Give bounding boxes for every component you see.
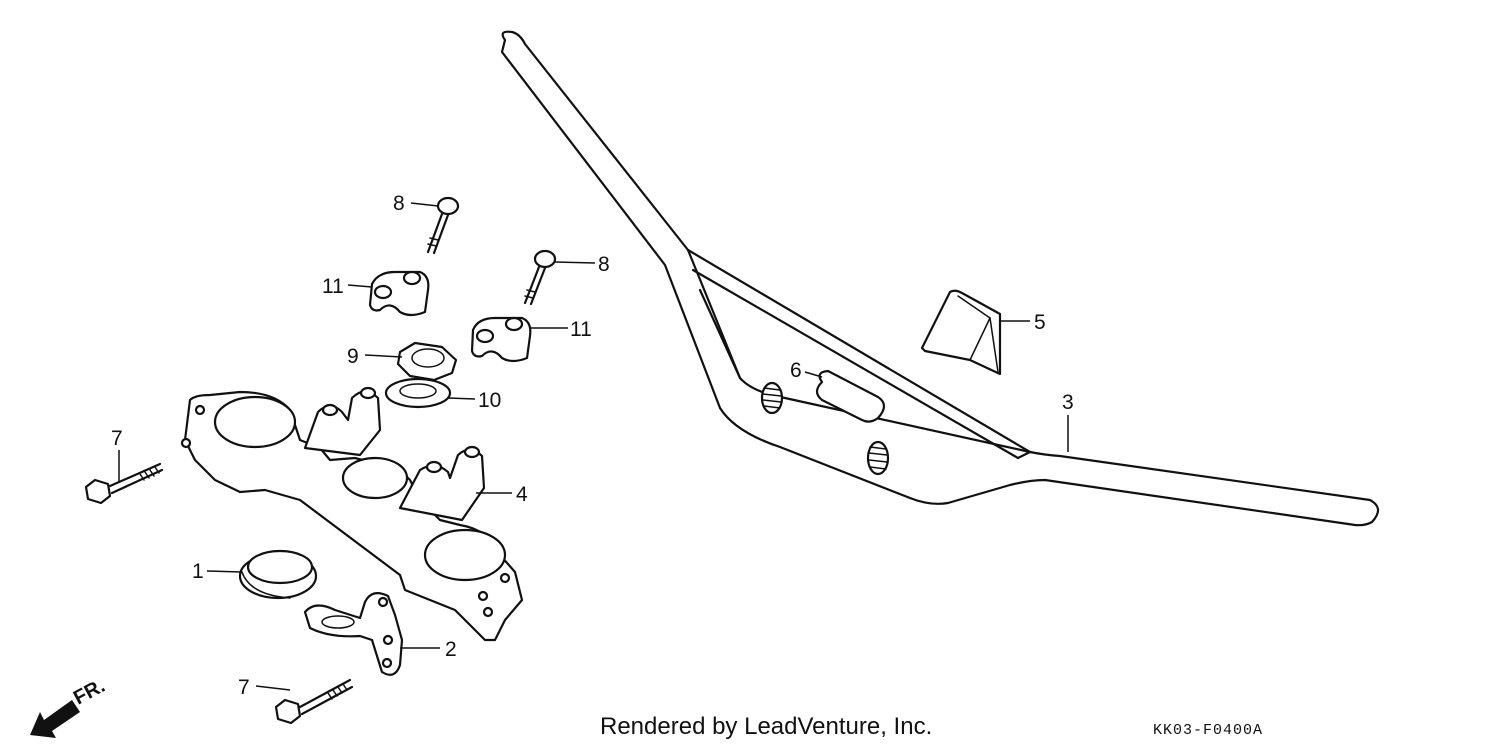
bracket-part[interactable]	[303, 591, 404, 676]
label-tag-part[interactable]	[920, 289, 1002, 376]
washer-part[interactable]	[384, 377, 452, 409]
callout-2: 2	[445, 638, 457, 661]
holder-bolt-part-left[interactable]	[426, 196, 460, 255]
leader-lines	[118, 202, 1069, 691]
knurl-ring-left	[760, 381, 784, 415]
callout-9: 9	[347, 345, 359, 368]
callout-11-right: 11	[570, 318, 592, 341]
fork-bridge-part[interactable]	[180, 386, 524, 642]
knurl-ring-right	[866, 440, 890, 476]
stem-nut-part[interactable]	[396, 341, 458, 382]
holder-bolt-part-right[interactable]	[523, 249, 557, 306]
front-arrow-icon	[30, 700, 80, 738]
bolt-part-upper[interactable]	[84, 462, 164, 505]
front-direction-indicator: FR.	[30, 675, 109, 738]
handlebar-holder-part-left[interactable]	[368, 270, 430, 317]
callout-11-left: 11	[322, 275, 344, 298]
handlebar-pad-part[interactable]	[815, 369, 886, 423]
callout-4: 4	[516, 483, 528, 506]
callout-5: 5	[1034, 311, 1046, 334]
callout-8-right: 8	[598, 253, 610, 276]
bolt-part-lower[interactable]	[274, 678, 354, 725]
front-label: FR.	[70, 675, 109, 710]
callout-labels: 1 2 3 4 5 6 7 7 8 8 9 10 11 11	[111, 192, 1074, 699]
handlebar-holder-part-right[interactable]	[470, 316, 532, 363]
callout-7-upper: 7	[111, 427, 123, 450]
handlebar-part[interactable]	[500, 30, 1380, 527]
callout-7-lower: 7	[238, 676, 250, 699]
callout-6: 6	[790, 359, 802, 382]
callout-10: 10	[478, 389, 501, 412]
seal-ring-part[interactable]	[238, 549, 318, 600]
rendered-by-footer: Rendered by LeadVenture, Inc.	[600, 713, 933, 740]
callout-1: 1	[192, 560, 204, 583]
callout-8-left: 8	[393, 192, 405, 215]
diagram-code: KK03-F0400A	[1153, 722, 1264, 739]
callout-3: 3	[1062, 391, 1074, 414]
